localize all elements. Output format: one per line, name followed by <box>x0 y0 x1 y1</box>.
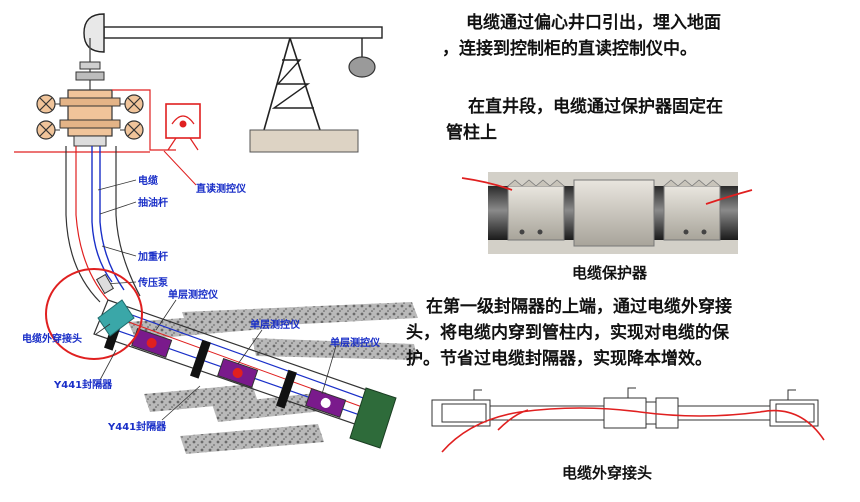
label-outer-connector: 电缆外穿接头 <box>22 332 82 345</box>
wellhead <box>14 38 176 153</box>
caption-connector: 电缆外穿接头 <box>562 464 653 482</box>
paragraph-packer-line-1: 在第一级封隔器的上端，通过电缆外穿接 <box>426 297 732 317</box>
cable-connector-drawing <box>431 387 819 429</box>
paragraph-packer-line-2: 头，将电缆内穿到管柱内，实现对电缆的保 <box>406 323 729 343</box>
label-transmission-pump: 传压泵 <box>137 276 169 289</box>
label-direct-meter: 直读测控仪 <box>196 182 247 195</box>
paragraph-vertical-line-1: 在直井段，电缆通过保护器固定在 <box>468 97 723 117</box>
pump-base <box>249 129 359 153</box>
pumping-unit <box>83 13 383 153</box>
rock-layers <box>128 302 418 454</box>
label-sucker-rod: 抽油杆 <box>138 196 168 209</box>
label-heavy-rod: 加重杆 <box>137 250 168 263</box>
label-packer-2: Y441封隔器 <box>107 420 167 433</box>
label-packer-1: Y441封隔器 <box>53 378 113 391</box>
paragraph-packer: 在第一级封隔器的上端，通过电缆外穿接 头，将电缆内穿到管柱内，实现对电缆的保 护… <box>406 294 732 372</box>
cable-line <box>75 146 109 301</box>
paragraph-wellhead-line-2: ，连接到控制柜的直读控制仪中。 <box>442 39 697 59</box>
paragraph-packer-line-3: 护。节省过电缆封隔器，实现降本增效。 <box>406 349 712 369</box>
label-layer-meter-1: 单层测控仪 <box>168 288 219 301</box>
direct-read-meter <box>165 103 201 151</box>
counterweight <box>348 56 376 78</box>
label-layer-meter-3: 单层测控仪 <box>330 336 381 349</box>
label-cable: 电缆 <box>138 174 158 187</box>
formation-end <box>349 387 397 449</box>
protector-annotations <box>461 177 753 205</box>
paragraph-vertical-section: 在直井段，电缆通过保护器固定在 管柱上 <box>446 94 723 146</box>
highlight-ellipse <box>45 268 143 360</box>
outer-connector <box>97 299 135 337</box>
horse-head <box>83 13 105 53</box>
paragraph-wellhead-line-1: 电缆通过偏心井口引出，埋入地面 <box>466 13 721 33</box>
paragraph-wellhead: 电缆通过偏心井口引出，埋入地面 ，连接到控制柜的直读控制仪中。 <box>442 10 721 62</box>
caption-protector: 电缆保护器 <box>572 264 648 282</box>
connector-cable-annotation <box>441 407 825 453</box>
walking-beam <box>103 26 383 39</box>
layer-instruments <box>131 327 347 418</box>
label-layer-meter-2: 单层测控仪 <box>250 318 301 331</box>
transmission-pump <box>95 273 115 295</box>
paragraph-vertical-line-2: 管柱上 <box>446 123 497 143</box>
sucker-rod-line <box>91 146 113 283</box>
cable-protector-photo <box>488 172 738 254</box>
